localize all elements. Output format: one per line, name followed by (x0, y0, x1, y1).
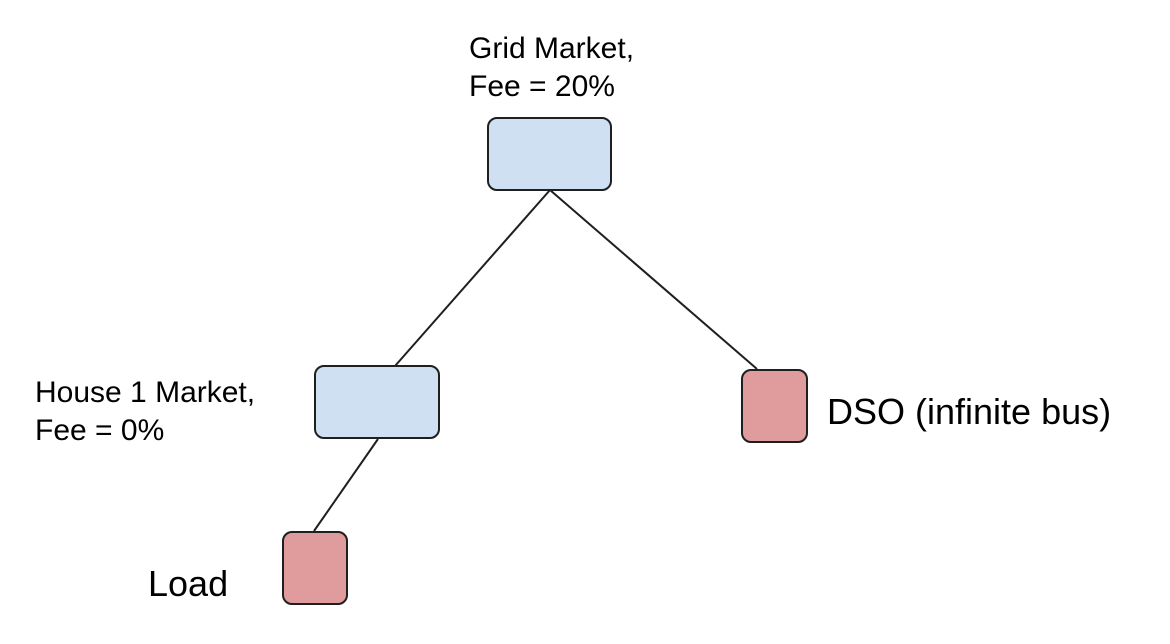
grid-market-fee: Fee = 20% (469, 69, 615, 103)
house-market-fee: Fee = 0% (35, 413, 165, 447)
grid-market-node (487, 117, 612, 191)
edge-grid-to-house (394, 189, 551, 367)
dso-label: DSO (infinite bus) (827, 391, 1112, 432)
edge-house-to-load (313, 438, 379, 532)
dso-node (741, 369, 808, 443)
grid-market-label: Grid Market, Fee = 20% (469, 30, 634, 105)
load-label: Load (148, 563, 229, 604)
house-market-title: House 1 Market, (35, 376, 256, 409)
grid-market-title: Grid Market, (469, 32, 635, 65)
load-node (282, 531, 348, 605)
house-market-node (314, 365, 440, 439)
house-market-label: House 1 Market, Fee = 0% (35, 374, 255, 449)
edge-grid-to-dso (549, 189, 758, 370)
